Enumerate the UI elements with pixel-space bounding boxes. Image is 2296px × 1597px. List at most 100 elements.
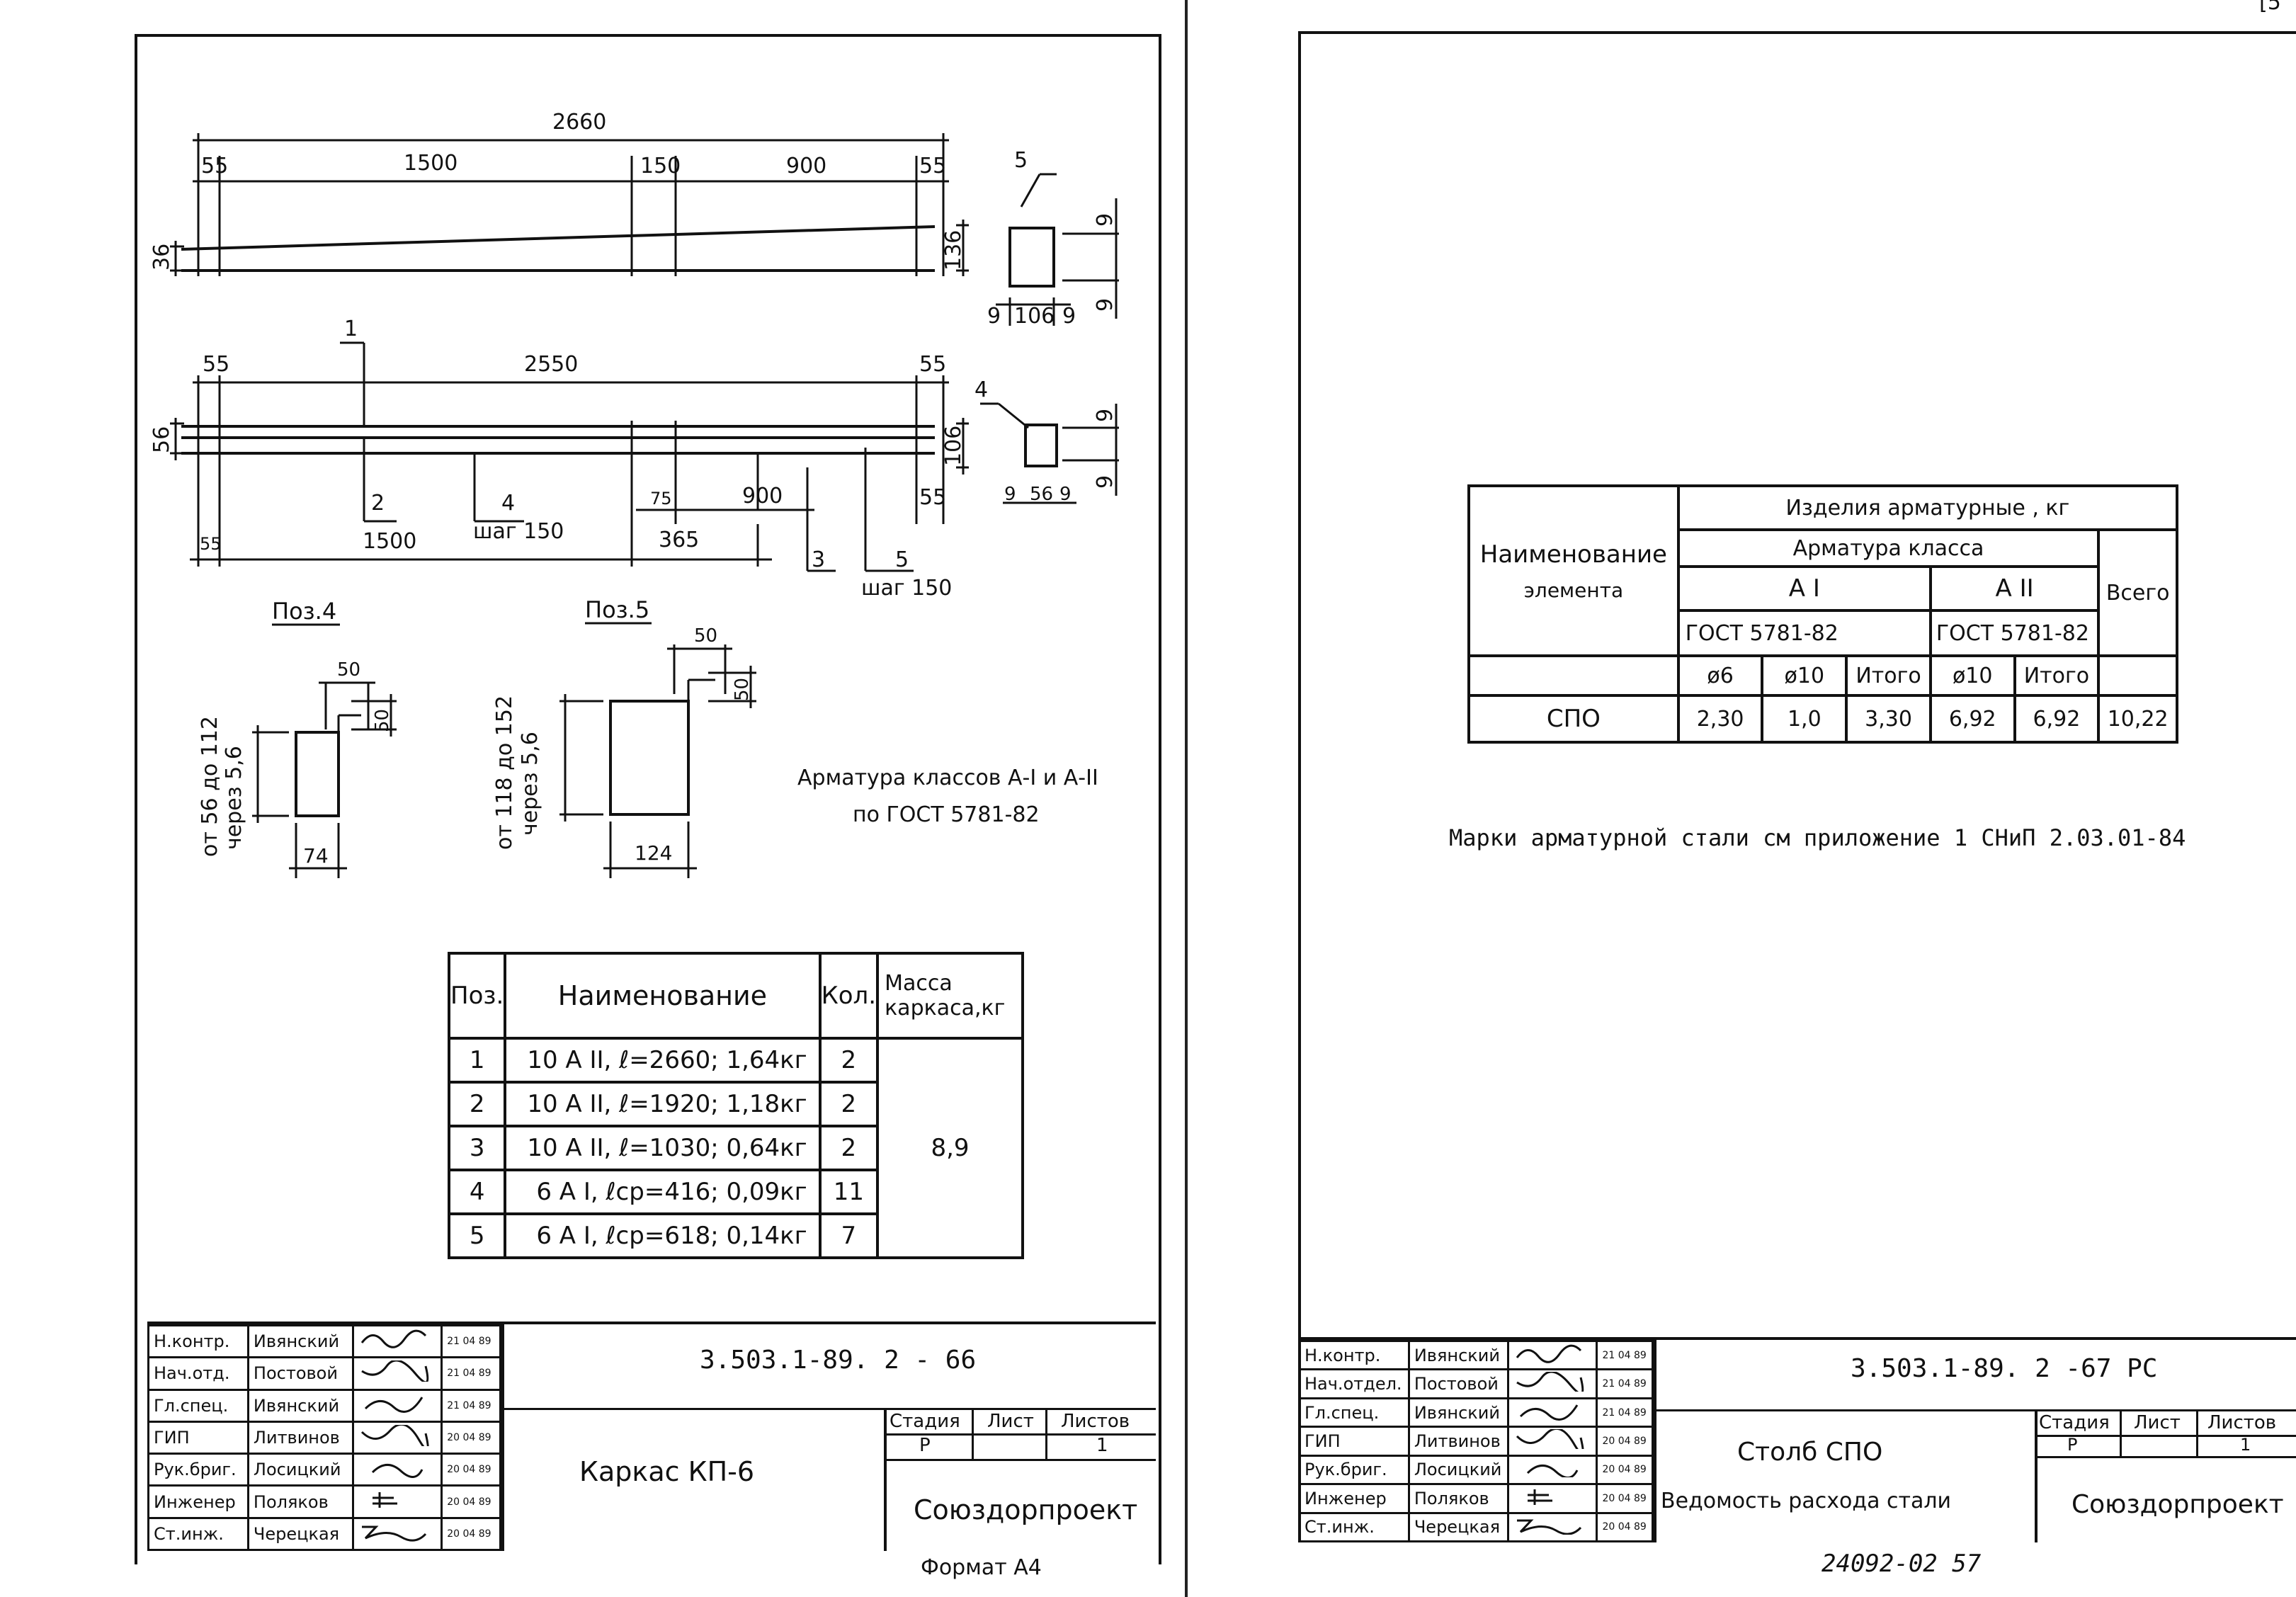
right-role-7: Ст.инж. bbox=[1298, 1511, 1410, 1543]
left-stage-label: Стадия bbox=[890, 1411, 960, 1432]
pos5-step: через 5,6 bbox=[518, 732, 542, 836]
right-stamp-divider bbox=[1654, 1340, 1656, 1542]
section5-w-right: 9 bbox=[1062, 304, 1076, 329]
right-name-4: Литвинов bbox=[1407, 1426, 1510, 1457]
pos4-step: через 5,6 bbox=[222, 746, 246, 850]
mark-3: 3 bbox=[812, 547, 825, 572]
dim-55-right: 55 bbox=[919, 154, 946, 178]
vt-header-sum2: Итого bbox=[2013, 654, 2101, 697]
pos5-range: от 118 до 152 bbox=[492, 695, 517, 850]
dim2-365: 365 bbox=[659, 528, 699, 552]
mark-4: 4 bbox=[501, 491, 515, 516]
left-signature-7 bbox=[352, 1516, 443, 1552]
vt-row-d6: 2,30 bbox=[1676, 694, 1764, 744]
spec-table: Поз. Наименование Кол. Масса каркаса,кг … bbox=[447, 952, 1024, 1259]
spec-row-3-qty: 2 bbox=[818, 1125, 880, 1171]
dim2-55-bottom: 55 bbox=[200, 534, 222, 554]
vt-header-products: Изделия арматурные , кг bbox=[1676, 484, 2179, 531]
right-doc-title2: Ведомость расхода стали bbox=[1661, 1489, 1952, 1513]
spec-row-1-name: 10 А II, ℓ=2660; 1,64кг bbox=[504, 1037, 822, 1084]
dim2-55-r: 55 bbox=[919, 485, 946, 510]
right-date-6: 20 04 89 bbox=[1596, 1483, 1654, 1514]
spec-header-qty: Кол. bbox=[818, 952, 880, 1040]
left-signature-5 bbox=[352, 1453, 443, 1487]
section4-w-right: 9 bbox=[1059, 484, 1072, 505]
vt-header-gost1: ГОСТ 5781-82 bbox=[1676, 609, 1932, 657]
dim-150: 150 bbox=[640, 154, 681, 178]
dim-1500: 1500 bbox=[404, 151, 458, 176]
section5-w-left: 9 bbox=[987, 304, 1001, 329]
vt-row-sum1: 3,30 bbox=[1845, 694, 1932, 744]
spec-row-3-pos: 3 bbox=[447, 1125, 507, 1171]
left-date-5: 20 04 89 bbox=[441, 1453, 501, 1487]
right-date-3: 21 04 89 bbox=[1596, 1397, 1654, 1428]
left-date-1: 21 04 89 bbox=[441, 1324, 501, 1359]
left-date-3: 21 04 89 bbox=[441, 1388, 501, 1423]
vt-header-a2: А II bbox=[1928, 565, 2101, 612]
left-stage-col1 bbox=[972, 1408, 974, 1459]
mark-2: 2 bbox=[371, 491, 385, 516]
section4-h-bottom: 9 bbox=[1093, 475, 1118, 489]
dim2-56: 56 bbox=[149, 426, 174, 453]
dim-136: 136 bbox=[941, 230, 966, 271]
left-stamp-divider bbox=[501, 1324, 504, 1551]
pos5-bottom: 124 bbox=[635, 841, 672, 865]
right-signature-2 bbox=[1507, 1368, 1598, 1399]
left-date-7: 20 04 89 bbox=[441, 1516, 501, 1552]
right-stage-row-line1 bbox=[2035, 1435, 2296, 1437]
corner-mark: [5 bbox=[2259, 0, 2281, 15]
vt-header-a1: А I bbox=[1676, 565, 1932, 612]
pos5-top: 50 bbox=[694, 625, 717, 647]
right-role-3: Гл.спец. bbox=[1298, 1397, 1410, 1428]
right-role-5: Рук.бриг. bbox=[1298, 1454, 1410, 1486]
right-doc-code: 3.503.1-89. 2 -67 РС bbox=[1851, 1354, 2158, 1383]
left-signature-4 bbox=[352, 1420, 443, 1455]
right-footer-number: 24092-02 57 bbox=[1822, 1550, 1982, 1578]
pos4-title: Поз.4 bbox=[272, 598, 336, 625]
right-role-4: ГИП bbox=[1298, 1426, 1410, 1457]
right-name-2: Постовой bbox=[1407, 1368, 1510, 1399]
section4-h-top: 9 bbox=[1093, 409, 1118, 422]
left-role-3: Гл.спец. bbox=[147, 1388, 249, 1423]
left-stage-row-line1 bbox=[884, 1433, 1156, 1436]
spec-row-4-name: 6 А I, ℓср=416; 0,09кг bbox=[504, 1169, 822, 1215]
right-signature-6 bbox=[1507, 1483, 1598, 1514]
spec-row-3-name: 10 А II, ℓ=1030; 0,64кг bbox=[504, 1125, 822, 1171]
right-stage-value: Р bbox=[2067, 1435, 2078, 1455]
left-stage-value: Р bbox=[919, 1435, 931, 1456]
dim2-75: 75 bbox=[650, 489, 672, 508]
left-doc-title: Каркас КП-6 bbox=[579, 1456, 755, 1487]
vt-empty-cell-2 bbox=[2097, 654, 2178, 697]
left-name-2: Постовой bbox=[246, 1356, 355, 1391]
spec-mass-value: 8,9 bbox=[876, 1037, 1024, 1259]
right-name-5: Лосицкий bbox=[1407, 1454, 1510, 1486]
left-role-5: Рук.бриг. bbox=[147, 1453, 249, 1487]
left-code-line bbox=[504, 1408, 1156, 1410]
section4-w-left: 9 bbox=[1004, 484, 1016, 505]
right-date-1: 21 04 89 bbox=[1596, 1339, 1654, 1371]
vt-header-name-line2: элемента bbox=[1523, 578, 1624, 602]
vt-row-d10a: 1,0 bbox=[1761, 694, 1848, 744]
left-name-6: Поляков bbox=[246, 1484, 355, 1519]
right-name-7: Черецкая bbox=[1407, 1511, 1510, 1543]
spec-header-mass: Масса каркаса,кг bbox=[876, 952, 1024, 1040]
spec-row-1-pos: 1 bbox=[447, 1037, 507, 1084]
left-doc-code: 3.503.1-89. 2 - 66 bbox=[700, 1346, 977, 1375]
dim2-55-right: 55 bbox=[919, 352, 946, 377]
vt-header-class: Арматура класса bbox=[1676, 528, 2101, 568]
left-name-5: Лосицкий bbox=[246, 1453, 355, 1487]
step-5: шаг 150 bbox=[861, 576, 952, 601]
vt-header-d6: ø6 bbox=[1676, 654, 1764, 697]
right-sheet-label: Лист bbox=[2134, 1412, 2181, 1433]
left-name-4: Литвинов bbox=[246, 1420, 355, 1455]
vt-header-total: Всего bbox=[2097, 528, 2178, 657]
rebar-note-line1: Арматура классов А-I и А-II bbox=[797, 766, 1098, 790]
vt-header-d10b: ø10 bbox=[1928, 654, 2016, 697]
right-signature-4 bbox=[1507, 1426, 1598, 1457]
spec-header-name: Наименование bbox=[504, 952, 822, 1040]
right-sheets-label: Листов bbox=[2207, 1412, 2277, 1433]
right-date-4: 20 04 89 bbox=[1596, 1426, 1654, 1457]
vt-header-sum1: Итого bbox=[1845, 654, 1932, 697]
vt-row-total: 10,22 bbox=[2097, 694, 2178, 744]
right-date-2: 21 04 89 bbox=[1596, 1368, 1654, 1399]
